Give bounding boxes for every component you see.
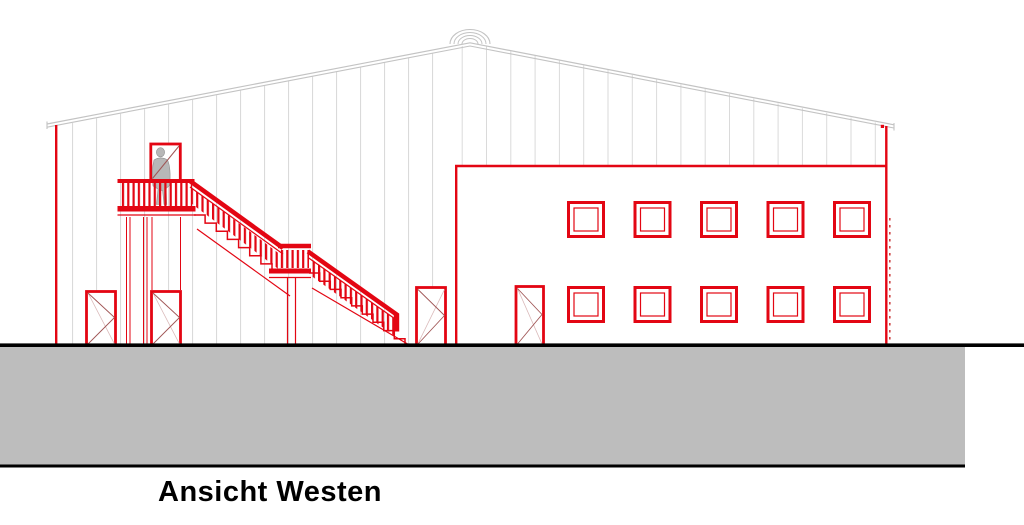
stair-landing — [269, 243, 311, 344]
window — [833, 286, 871, 323]
ridge-vent-icon — [449, 29, 491, 45]
lower-handrail — [306, 249, 400, 318]
window — [700, 286, 738, 323]
ground — [0, 343, 1024, 468]
platform-balusters — [119, 183, 192, 206]
platform-posts — [126, 217, 181, 344]
ground-band — [0, 347, 965, 465]
ground-line-top — [0, 343, 1024, 347]
upper-handrail-underline — [189, 186, 284, 255]
window — [833, 201, 871, 238]
window — [567, 286, 605, 323]
door-3 — [415, 286, 447, 347]
lower-railing-balusters — [310, 258, 396, 337]
platform-handrail — [117, 179, 195, 183]
window — [633, 201, 672, 238]
window — [633, 286, 672, 323]
upper-stringer — [196, 228, 291, 297]
roof — [46, 29, 895, 131]
roof-edge-outer — [46, 42, 895, 126]
door-1 — [85, 290, 117, 347]
upper-door-swing-line — [152, 145, 180, 179]
window — [766, 201, 805, 238]
stair-flight-lower — [306, 249, 412, 347]
ground-line-bottom — [0, 464, 965, 468]
landing-slab — [269, 268, 311, 274]
annex-outline — [455, 164, 886, 344]
platform-slab — [117, 206, 196, 212]
windows-grid — [567, 201, 871, 323]
lower-handrail-underline — [307, 257, 399, 322]
upper-handrail — [188, 179, 285, 250]
ground-doors — [85, 285, 545, 347]
upper-steps — [194, 214, 273, 272]
cladding-left-region — [57, 49, 455, 344]
lower-stringer — [311, 287, 412, 347]
roof-edge-inner — [46, 45, 895, 129]
hall-outline — [55, 124, 891, 344]
stair-flight-upper — [188, 179, 291, 297]
cladding-right-region — [455, 43, 886, 166]
drawing-title: Ansicht Westen — [158, 476, 383, 508]
railing-end-post — [393, 314, 400, 332]
landing-balusters — [280, 250, 309, 268]
window — [567, 201, 605, 238]
person-head — [156, 147, 165, 158]
window — [766, 286, 805, 323]
stair-platform — [117, 179, 196, 344]
eave-corner-mark — [880, 124, 884, 128]
door-2 — [150, 290, 182, 347]
upper-railing-balusters — [192, 188, 281, 271]
window — [700, 201, 738, 238]
facade-cladding — [57, 43, 886, 344]
external-staircase — [117, 179, 412, 347]
landing-posts — [286, 278, 297, 344]
door-4 — [514, 285, 545, 347]
